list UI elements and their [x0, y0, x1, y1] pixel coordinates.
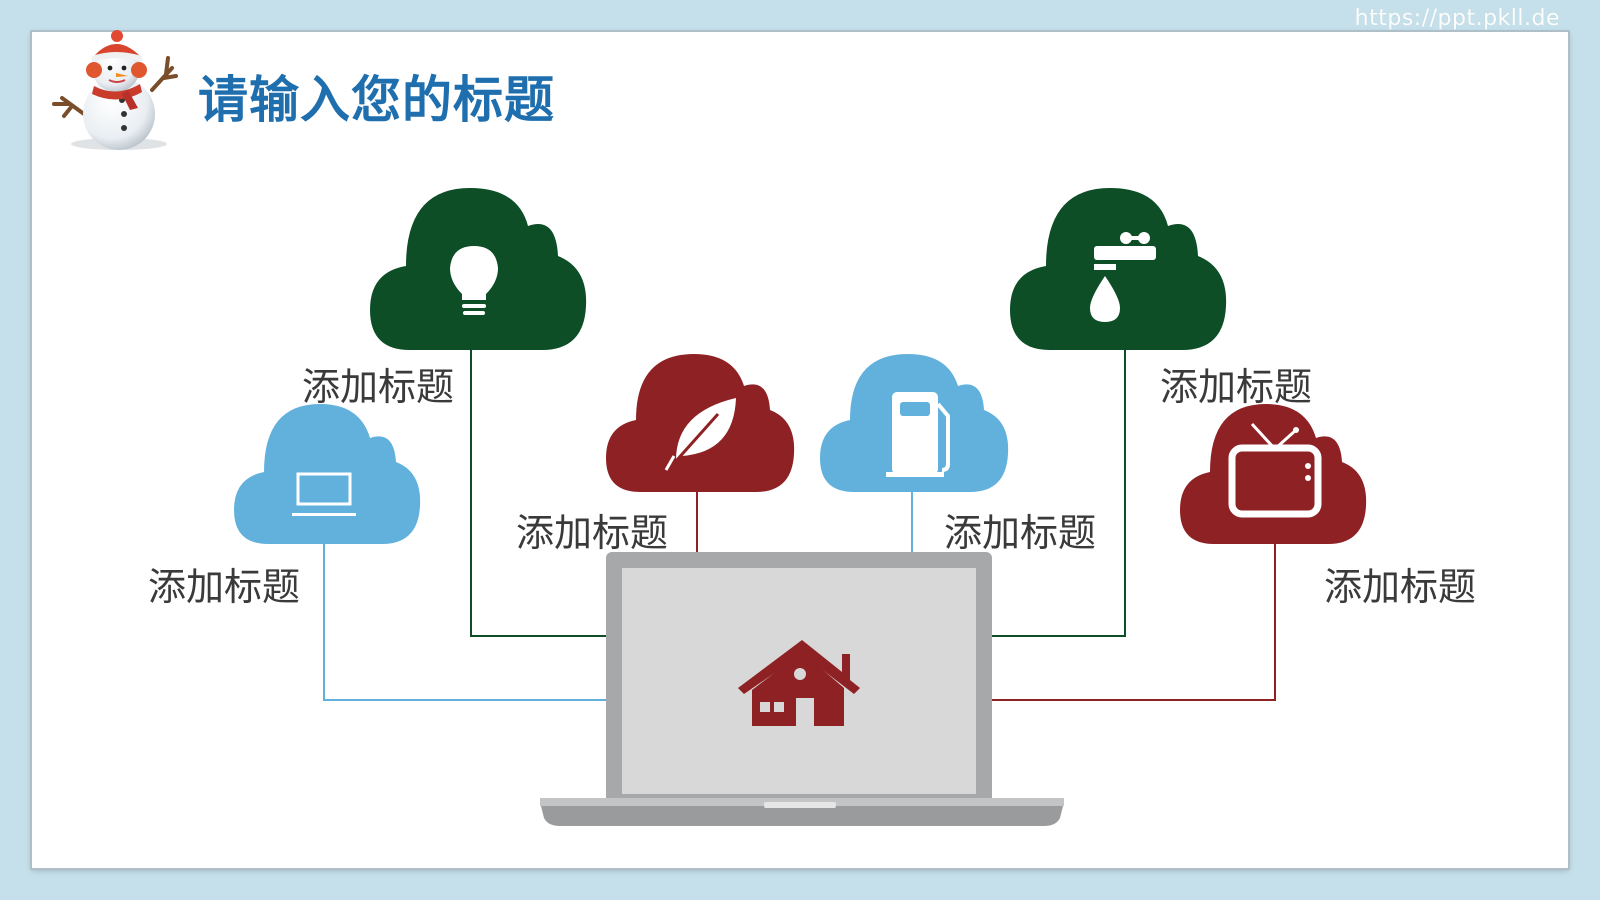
cloud-laptop[interactable] [234, 402, 422, 548]
cloud-lightbulb[interactable] [370, 186, 590, 354]
water-faucet-icon [1090, 232, 1156, 322]
caption-laptop: 添加标题 [148, 565, 301, 609]
connector-line [992, 350, 1126, 637]
cloud-fuel-pump[interactable] [820, 352, 1010, 496]
watermark: https://ppt.pkll.de [1354, 6, 1560, 31]
caption-lightbulb: 添加标题 [302, 365, 455, 409]
snowman-icon [52, 30, 178, 150]
caption-leaf: 添加标题 [516, 511, 669, 555]
caption-fuel-pump: 添加标题 [944, 511, 1097, 555]
tv-icon [1228, 422, 1322, 518]
connector-line [470, 350, 608, 637]
page-title: 请输入您的标题 [198, 71, 555, 129]
lightbulb-icon [450, 246, 498, 315]
connector-line [323, 540, 608, 701]
laptop-icon [292, 472, 356, 516]
connector-line [992, 540, 1276, 701]
fuel-pump-icon [886, 392, 950, 477]
house-icon [738, 640, 860, 726]
caption-tv: 添加标题 [1324, 565, 1477, 609]
cloud-tv[interactable] [1180, 402, 1368, 548]
cloud-water-faucet[interactable] [1010, 186, 1230, 354]
cloud-leaf[interactable] [606, 352, 796, 496]
caption-water-faucet: 添加标题 [1160, 365, 1313, 409]
leaf-icon [664, 398, 736, 471]
central-laptop [540, 552, 1064, 826]
